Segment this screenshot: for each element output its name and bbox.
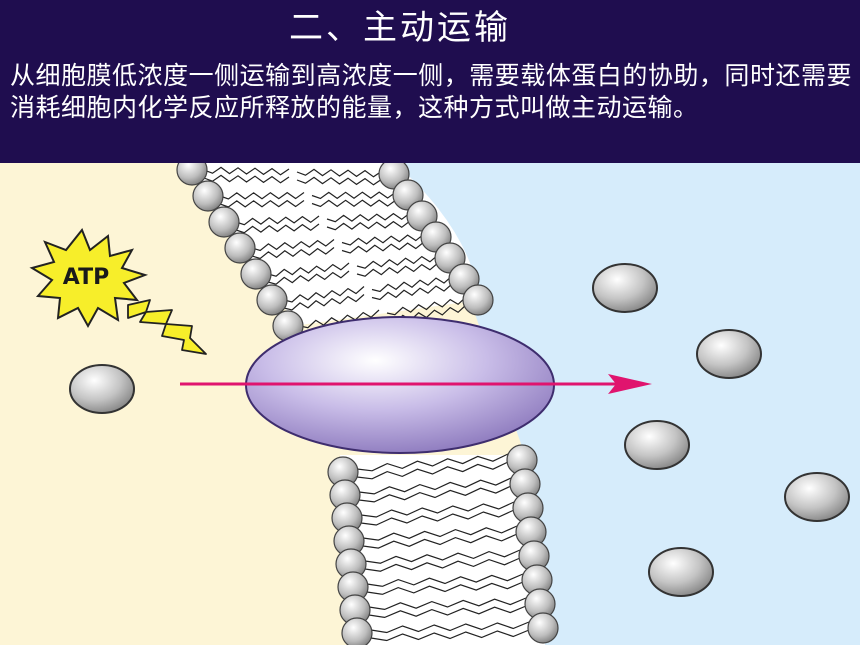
lightning-bolt-icon <box>127 299 207 355</box>
lipid-tail <box>235 223 320 234</box>
lipid-tail <box>267 262 350 277</box>
slide-description: 从细胞膜低浓度一侧运输到高浓度一侧，需要载体蛋白的协助，同时还需要消耗细胞内化学… <box>10 61 852 122</box>
atp-burst-icon: ATP <box>29 228 149 329</box>
lipid-tail <box>296 168 383 178</box>
lipid-tail <box>235 215 320 226</box>
lipid-tail <box>219 199 305 208</box>
lipid-tail <box>371 283 453 301</box>
lipid-tail <box>370 629 530 642</box>
lipid-tail <box>356 254 439 269</box>
lipid-tail <box>341 241 425 254</box>
lipid-tail <box>356 262 439 277</box>
lipid-tail <box>251 247 335 260</box>
lipid-tail <box>203 174 290 184</box>
phospholipid-head <box>240 258 272 290</box>
phospholipid-head <box>527 612 559 644</box>
lipid-tail <box>386 296 467 316</box>
molecule <box>696 329 762 379</box>
lipid-tail <box>362 533 518 549</box>
lipid-tail <box>311 191 397 200</box>
molecules <box>69 263 850 597</box>
lipid-tail <box>358 485 512 503</box>
header-panel: 二、主动运输 从细胞膜低浓度一侧运输到高浓度一侧，需要载体蛋白的协助，同时还需要… <box>0 0 860 163</box>
phospholipid-head <box>176 163 208 186</box>
lipid-tail <box>368 605 527 619</box>
lipid-tail <box>341 233 425 246</box>
lipid-tail <box>296 176 383 186</box>
lipid-tail <box>364 557 521 572</box>
phospholipid-head <box>341 617 373 645</box>
lipid-tail <box>366 573 524 587</box>
molecule <box>69 364 135 414</box>
lipid-tail <box>283 286 365 303</box>
phospholipid-head <box>462 284 494 316</box>
high-concentration-side <box>395 163 860 645</box>
membrane-interior-lower <box>340 455 545 645</box>
lipid-tails <box>203 166 530 642</box>
lipid-tail <box>356 453 509 472</box>
molecule <box>784 472 850 522</box>
molecule <box>648 547 714 597</box>
lipid-tail <box>360 501 515 518</box>
phospholipid-head <box>224 232 256 264</box>
lipid-tail <box>311 199 397 208</box>
phospholipid-head <box>256 284 288 316</box>
phospholipid-heads <box>176 163 559 645</box>
phospholipid-head <box>208 206 240 238</box>
lipid-tail <box>326 220 411 231</box>
lipid-tail <box>360 509 515 526</box>
lipid-tail <box>326 212 411 223</box>
lipid-tail <box>219 191 305 200</box>
lipid-tail <box>251 239 335 252</box>
lipid-tail <box>267 270 350 285</box>
lipid-tail <box>370 621 530 634</box>
lipid-tail <box>371 275 453 293</box>
lipid-tail <box>362 525 518 541</box>
lipid-tail <box>358 477 512 495</box>
lipid-tail <box>283 294 365 311</box>
lipid-tail <box>366 581 524 595</box>
active-transport-diagram: ATP <box>0 163 860 645</box>
phospholipid-head <box>192 180 224 212</box>
lipid-tail <box>356 461 509 480</box>
lipid-tail <box>364 549 521 564</box>
slide-title: 二、主动运输 <box>289 8 511 48</box>
molecule <box>624 420 690 470</box>
lipid-tail <box>368 597 527 611</box>
molecule <box>592 263 658 313</box>
arrow-icon <box>608 374 652 394</box>
atp-label: ATP <box>63 265 109 290</box>
lipid-tail <box>203 166 290 176</box>
